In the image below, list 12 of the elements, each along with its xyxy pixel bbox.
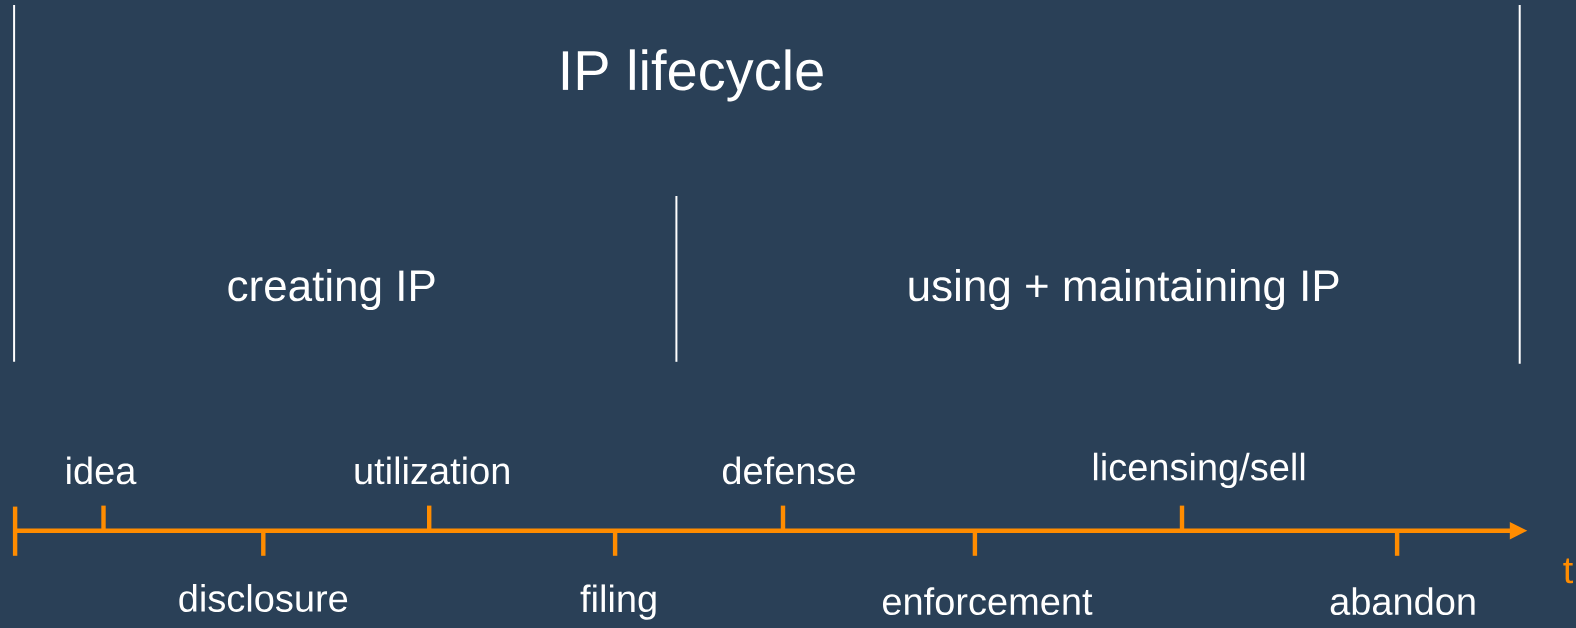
milestone-label: idea (67, 456, 137, 485)
milestone-label: defense (723, 456, 855, 485)
axis-label: t (1563, 558, 1573, 584)
milestone-label: abandon (1330, 587, 1475, 616)
milestone-label: enforcement (883, 587, 1093, 616)
title: IP lifecycle (562, 49, 823, 102)
milestone-label: licensing/sell (1093, 452, 1305, 489)
milestone-label: utilization (355, 456, 509, 485)
section-heading: using + maintaining IP (909, 269, 1339, 310)
milestone-label: filing (580, 584, 656, 620)
section-heading: creating IP (228, 269, 435, 310)
milestone-label: disclosure (179, 584, 348, 612)
